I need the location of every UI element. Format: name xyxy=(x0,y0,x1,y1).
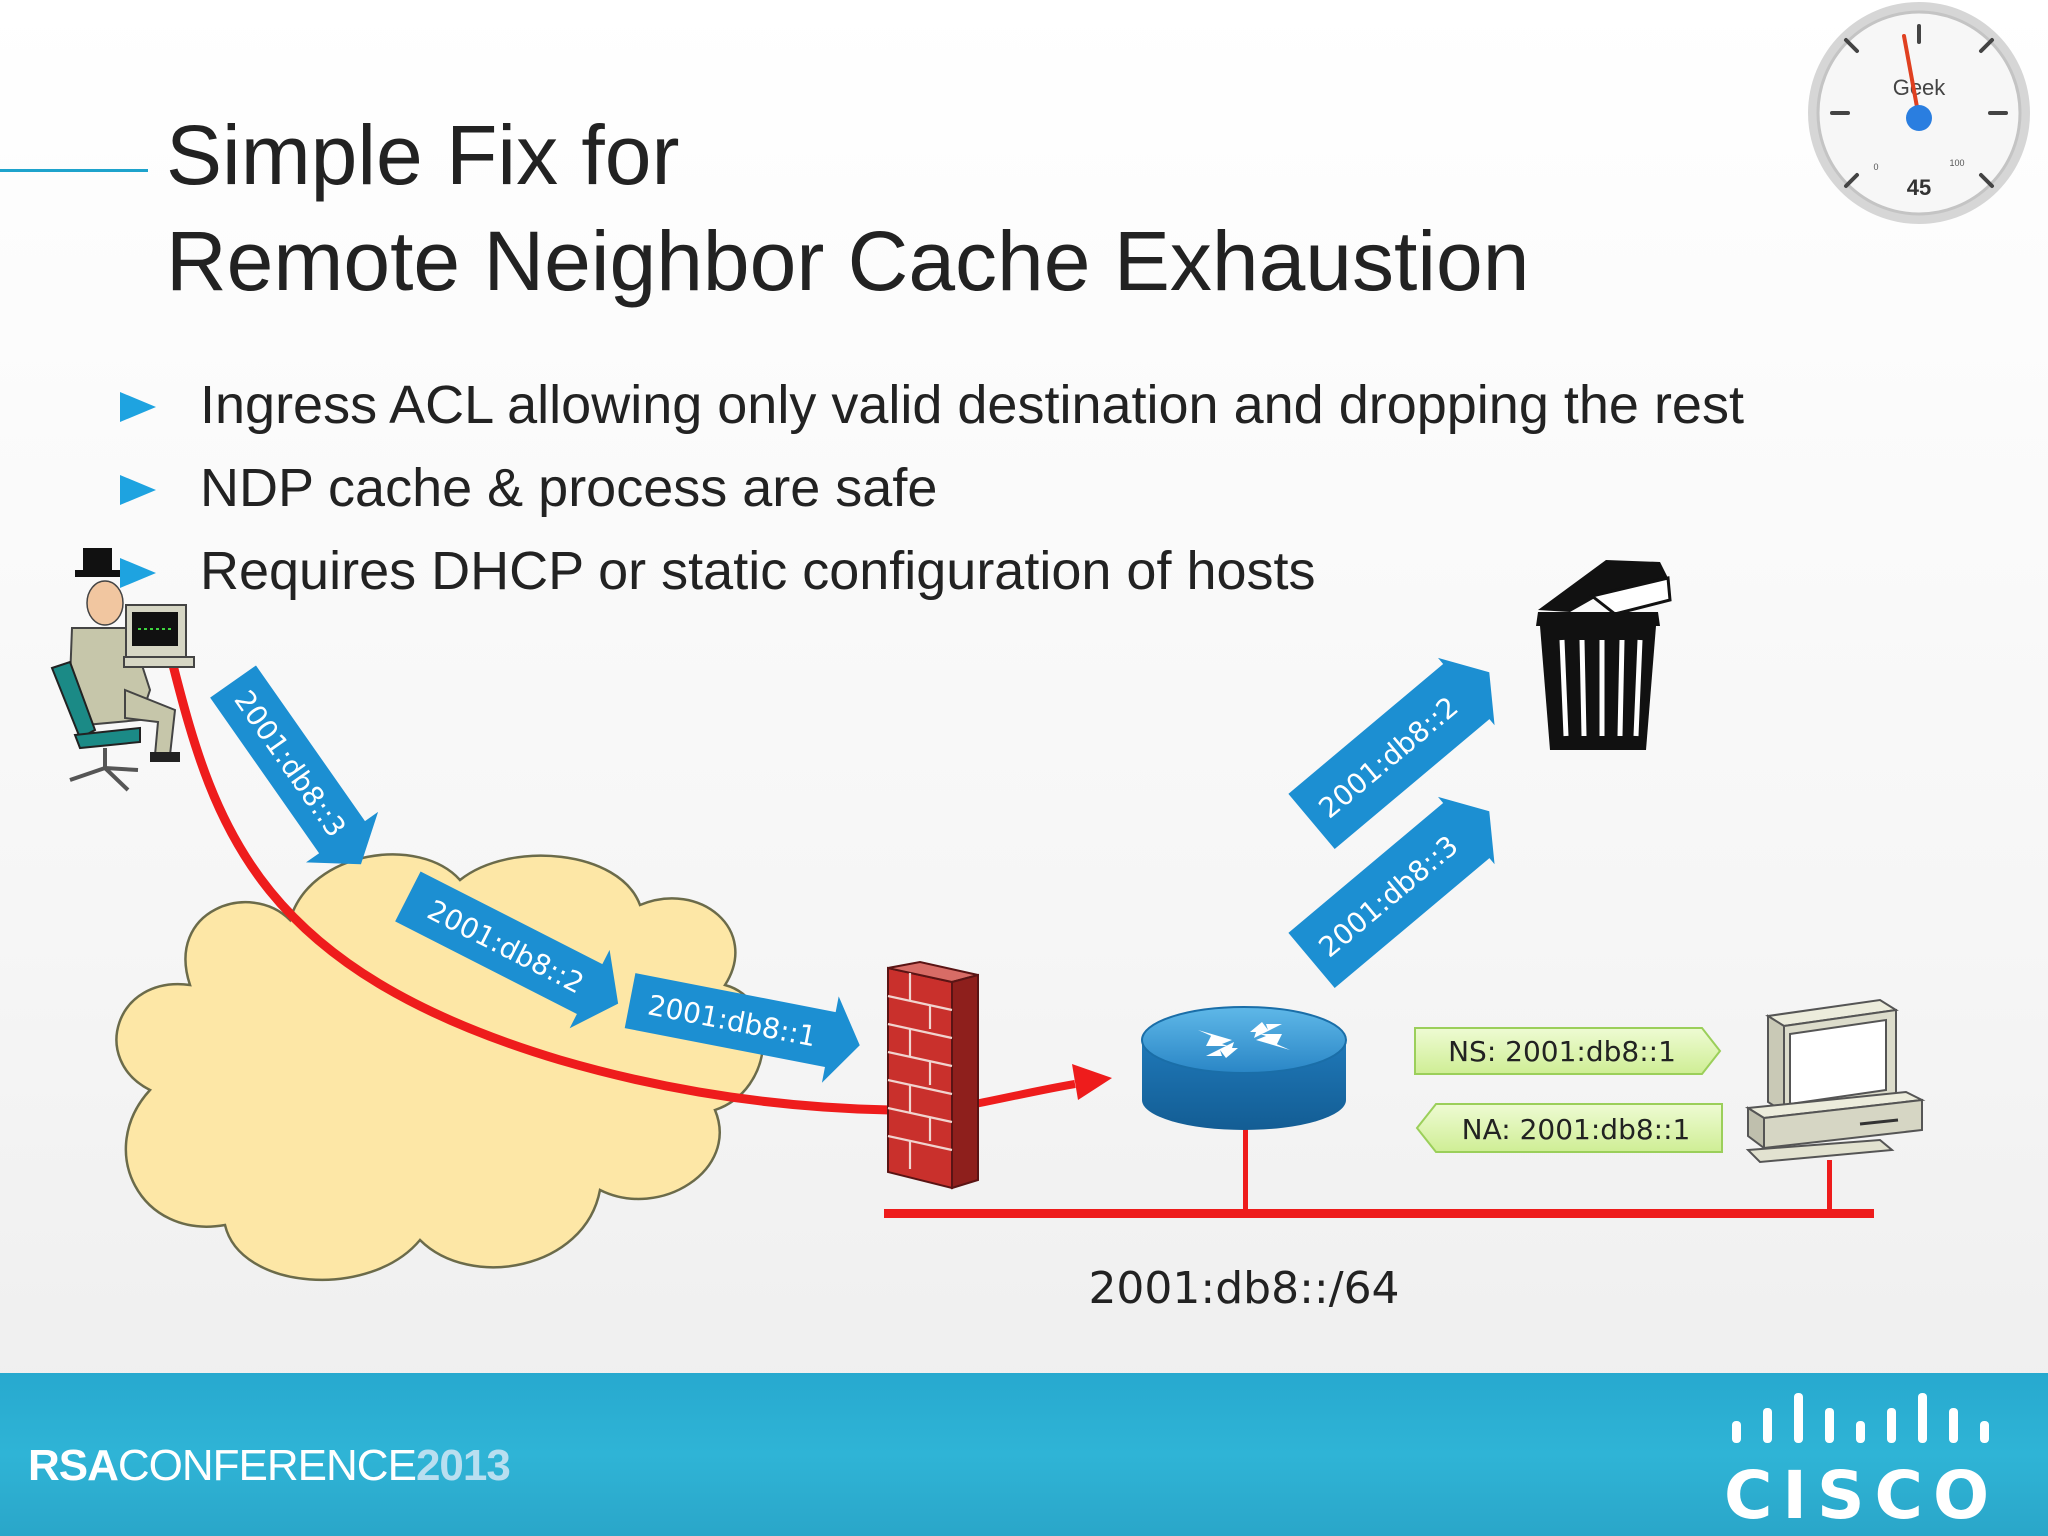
bullet-item: Requires DHCP or static configuration of… xyxy=(120,538,1744,621)
bullet-list: Ingress ACL allowing only valid destinat… xyxy=(120,372,1744,621)
na-message-arrow: NA: 2001:db8::1 xyxy=(1415,1103,1723,1153)
subnet-label: 2001:db8::/64 xyxy=(1088,1263,1399,1314)
bullet-text: Requires DHCP or static configuration of… xyxy=(200,541,1316,601)
network-diagram: Geek 0 100 45 xyxy=(50,2,2030,1314)
trash-can-icon xyxy=(1536,560,1672,750)
firewall-to-router-arrow xyxy=(974,1080,1076,1108)
geek-gauge-icon: Geek 0 100 45 xyxy=(1808,2,2030,224)
attack-path-line xyxy=(168,663,891,1115)
router-icon xyxy=(1141,1006,1347,1130)
bullet-triangle-icon xyxy=(120,392,156,422)
cisco-bars-icon xyxy=(1732,1393,1989,1443)
lan-segment xyxy=(884,1124,1874,1218)
host-computer-icon xyxy=(1744,998,1926,1164)
bullet-triangle-icon xyxy=(120,475,156,505)
title-line-2: Remote Neighbor Cache Exhaustion xyxy=(166,214,1530,308)
title-accent-line xyxy=(0,169,148,172)
ns-label: NS: 2001:db8::1 xyxy=(1448,1035,1676,1068)
gauge-label: Geek xyxy=(1893,75,1947,100)
cisco-logo-text: CISCO xyxy=(1724,1457,2000,1534)
bullet-text: Ingress ACL allowing only valid destinat… xyxy=(200,375,1744,435)
packet-label: 2001:db8::3 xyxy=(228,684,353,843)
packet-arrow-3: 2001:db8::3 xyxy=(210,665,379,865)
rsa-logo-year: 2013 xyxy=(415,1441,511,1490)
na-label: NA: 2001:db8::1 xyxy=(1462,1113,1691,1146)
title-line-1: Simple Fix for xyxy=(166,108,680,202)
bullet-triangle-icon xyxy=(120,558,156,588)
rsa-logo-text-b: CONFERENCE xyxy=(117,1441,417,1490)
gauge-max-label: 100 xyxy=(1949,158,1964,168)
bullet-item: Ingress ACL allowing only valid destinat… xyxy=(120,372,1744,455)
rsa-logo-text-a: RSA xyxy=(28,1441,119,1490)
ns-message-arrow: NS: 2001:db8::1 xyxy=(1414,1027,1722,1075)
rsa-conference-logo: RSACONFERENCE2013 xyxy=(28,1441,511,1491)
slide-title: Simple Fix for Remote Neighbor Cache Exh… xyxy=(166,102,1529,314)
attacker-icon xyxy=(50,548,195,792)
footer-bar: RSACONFERENCE2013 CISCO xyxy=(0,1373,2048,1536)
bullet-item: NDP cache & process are safe xyxy=(120,455,1744,538)
gauge-min-label: 0 xyxy=(1873,162,1878,172)
cisco-logo: CISCO xyxy=(1722,1385,2002,1534)
firewall-icon xyxy=(887,960,979,1190)
bullet-text: NDP cache & process are safe xyxy=(200,458,938,518)
gauge-value: 45 xyxy=(1907,175,1931,200)
internet-cloud xyxy=(115,853,765,1282)
